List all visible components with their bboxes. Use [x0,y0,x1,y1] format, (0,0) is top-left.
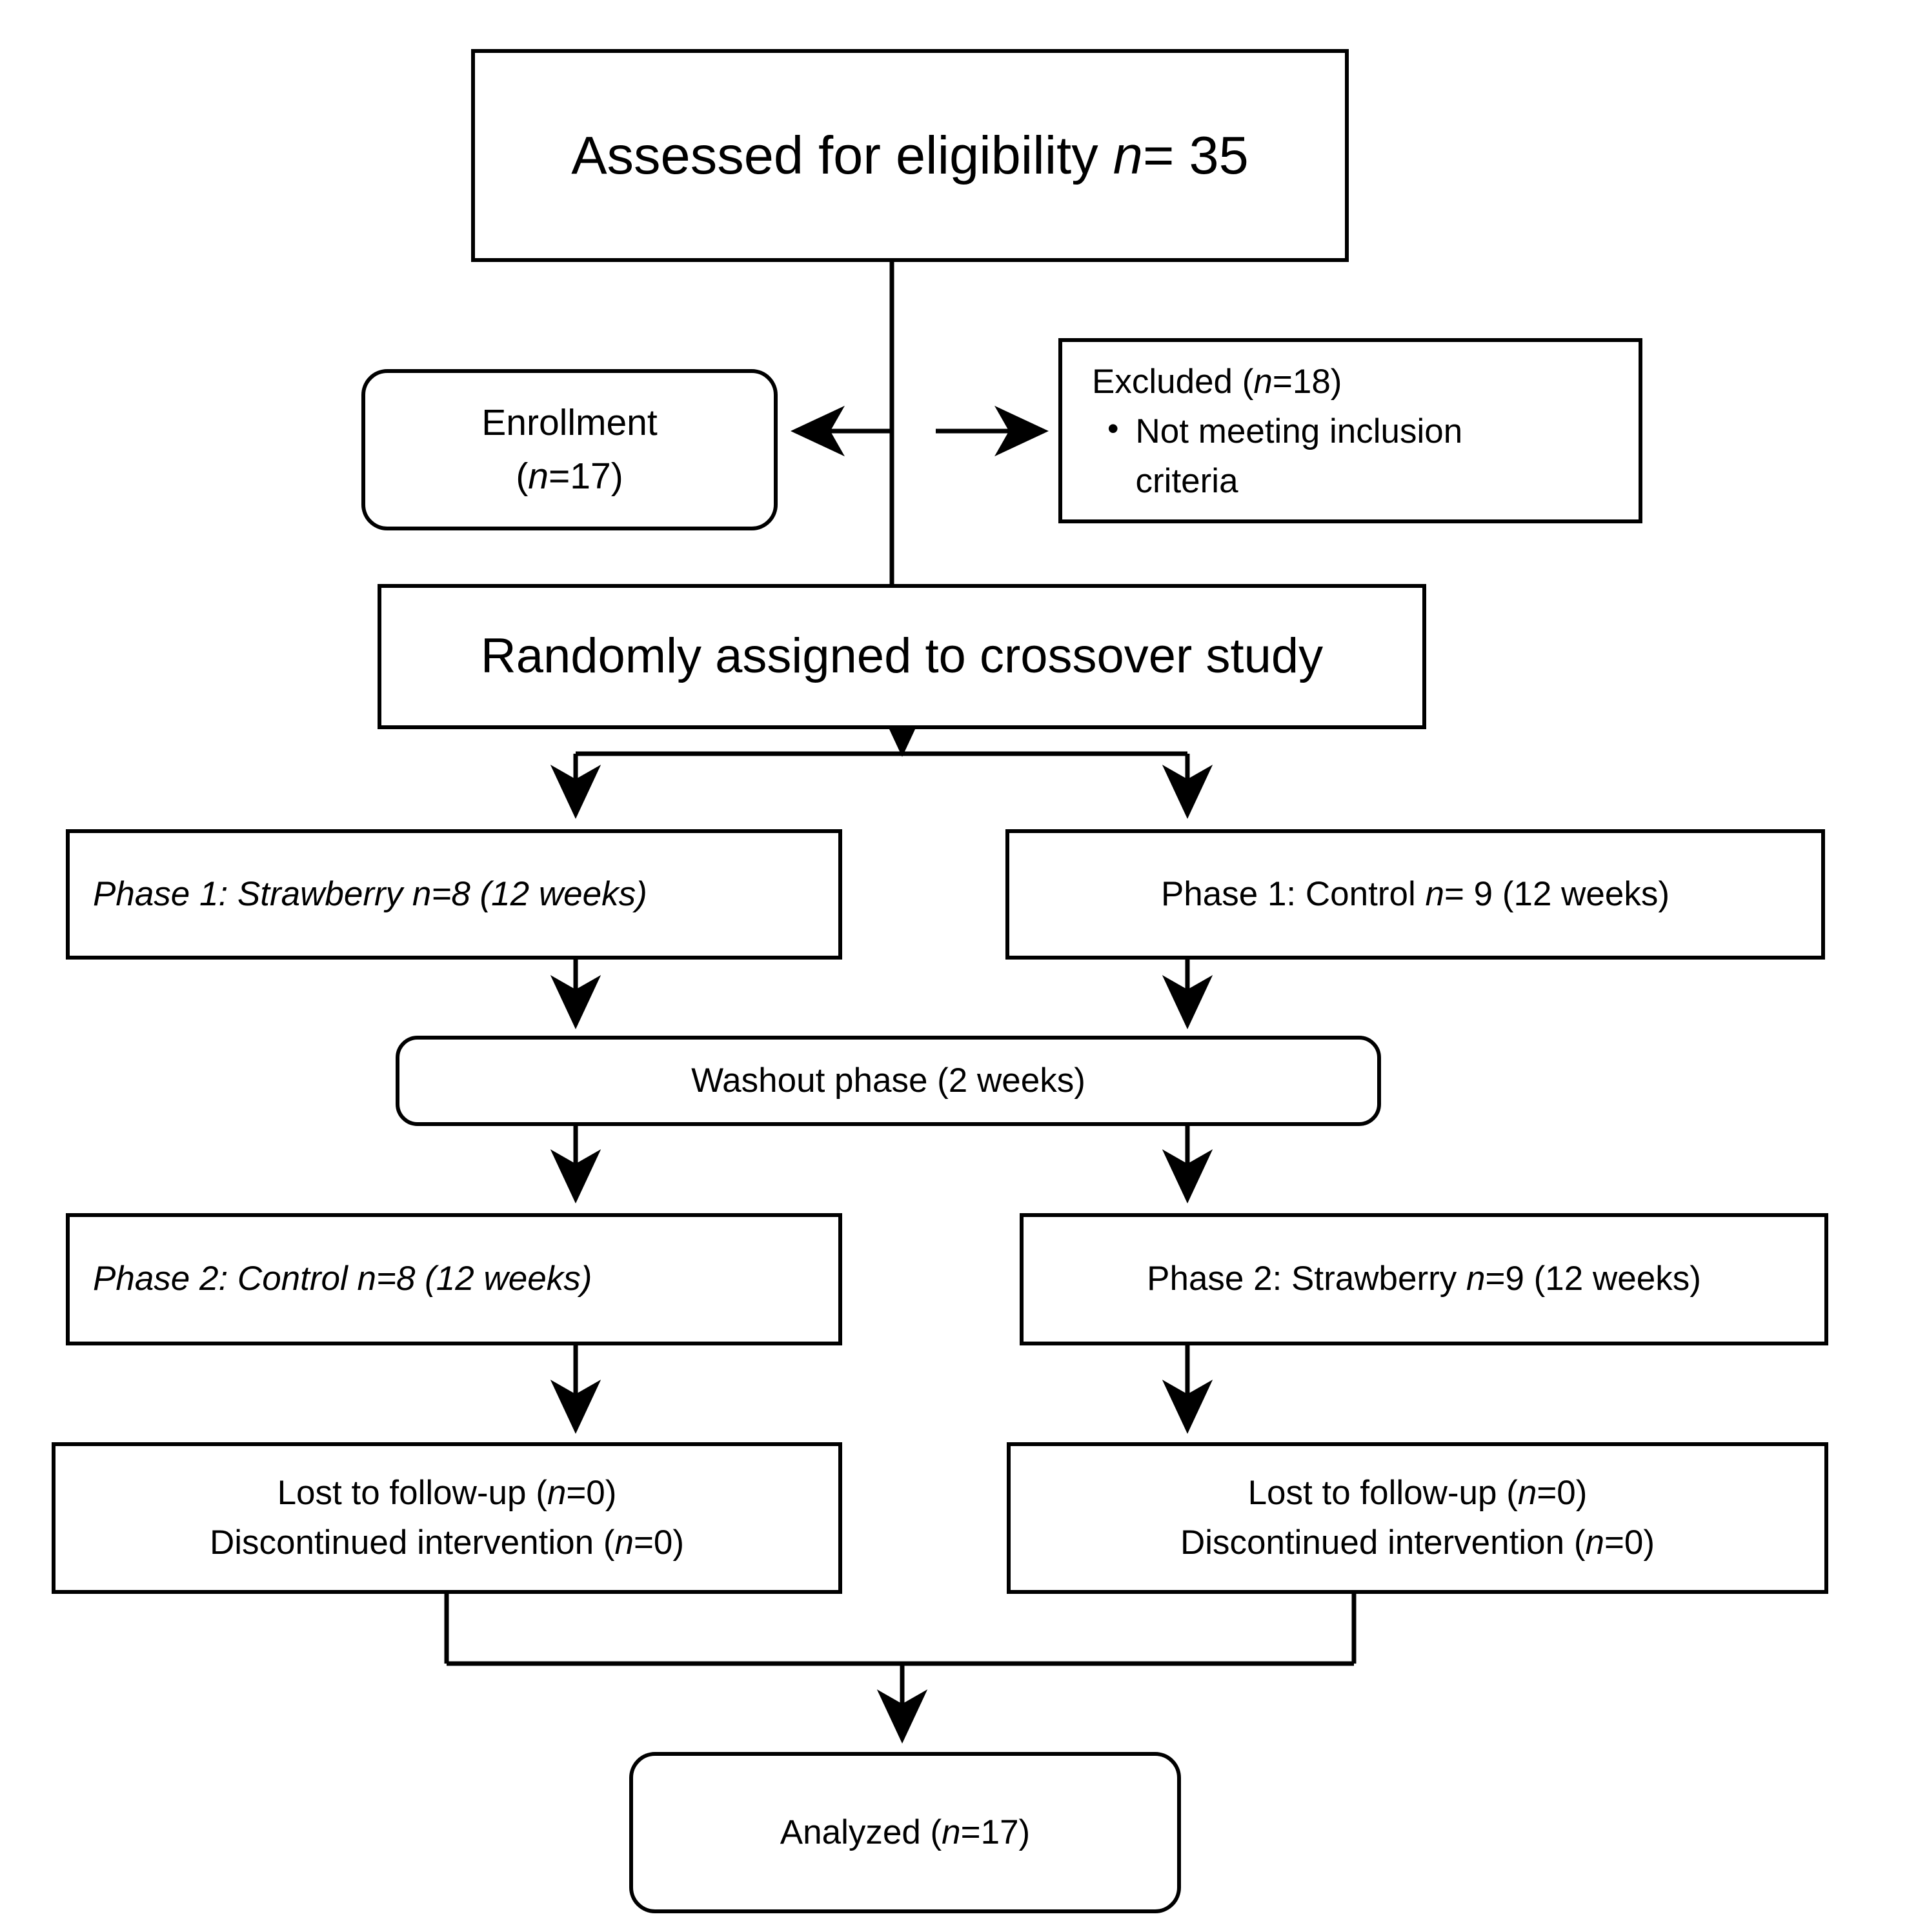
lost-to-followup-right: Lost to follow-up (n=0) [1247,1473,1588,1512]
assessed-for-eligibility-text: Assessed for eligibility n= 35 [571,125,1249,185]
italic-n: n [614,1523,634,1562]
enrollment-box: Enrollment (n=17) [361,369,778,530]
washout-phase-box: Washout phase (2 weeks) [396,1036,1381,1126]
italic-n: n [1517,1473,1537,1512]
italic-n: n [1585,1523,1604,1562]
enrollment-label: Enrollment [481,402,658,444]
phase-1-strawberry-text: Phase 1: Strawberry n=8 (12 weeks) [93,874,647,913]
italic-n: n [1466,1260,1486,1298]
excluded-bullet-list: • Not meeting inclusion criteria [1062,407,1639,507]
phase-1-control-box: Phase 1: Control n= 9 (12 weeks) [1005,829,1825,960]
assessed-for-eligibility-box: Assessed for eligibility n= 35 [471,49,1349,262]
enrollment-count: (n=17) [516,456,623,497]
phase-2-control-box: Phase 2: Control n=8 (12 weeks) [66,1213,842,1345]
italic-n: n [1253,363,1273,401]
list-item: • Not meeting inclusion criteria [1107,407,1639,507]
italic-n: n [1425,874,1444,913]
phase-1-control-text: Phase 1: Control n= 9 (12 weeks) [1160,874,1670,913]
italic-n: n [942,1813,961,1851]
italic-n: n [412,874,432,913]
analyzed-text: Analyzed (n=17) [780,1813,1031,1851]
excluded-reason-text: Not meeting inclusion criteria [1135,412,1463,500]
italic-n: n [547,1473,567,1512]
randomly-assigned-box: Randomly assigned to crossover study [378,584,1426,729]
italic-n: n [357,1260,376,1298]
bullet-icon: • [1107,410,1119,447]
phase-2-strawberry-box: Phase 2: Strawberry n=9 (12 weeks) [1020,1213,1828,1345]
randomly-assigned-text: Randomly assigned to crossover study [480,629,1324,684]
lost-to-followup-left: Lost to follow-up (n=0) [277,1473,617,1512]
attrition-left-box: Lost to follow-up (n=0) Discontinued int… [52,1442,842,1594]
discontinued-right: Discontinued intervention (n=0) [1180,1523,1655,1562]
excluded-box: Excluded (n=18) • Not meeting inclusion … [1058,338,1642,523]
analyzed-box: Analyzed (n=17) [629,1752,1181,1913]
washout-phase-text: Washout phase (2 weeks) [691,1061,1085,1100]
excluded-header: Excluded (n=18) [1092,363,1342,401]
italic-n: n [1113,125,1143,185]
phase-2-control-text: Phase 2: Control n=8 (12 weeks) [93,1260,592,1298]
phase-2-strawberry-text: Phase 2: Strawberry n=9 (12 weeks) [1147,1260,1701,1298]
attrition-right-box: Lost to follow-up (n=0) Discontinued int… [1007,1442,1828,1594]
discontinued-left: Discontinued intervention (n=0) [209,1523,685,1562]
phase-1-strawberry-box: Phase 1: Strawberry n=8 (12 weeks) [66,829,842,960]
italic-n: n [528,456,549,497]
